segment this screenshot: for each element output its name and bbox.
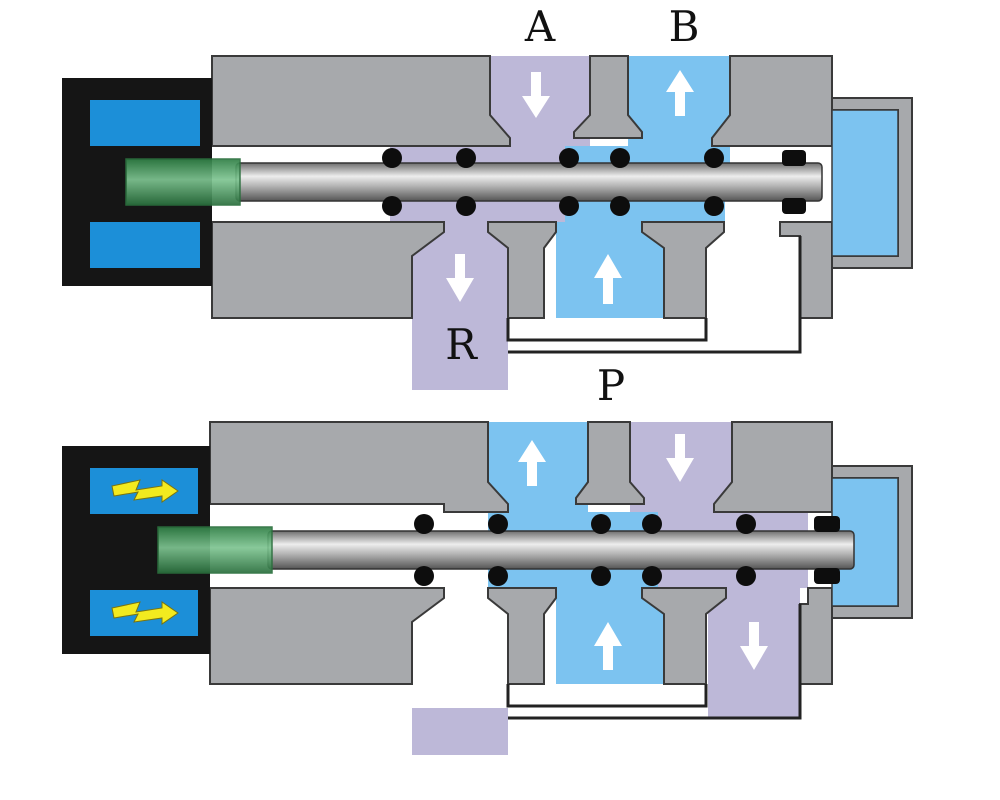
o-ring-seal-icon [642, 514, 662, 534]
channel-r-exhaust [412, 708, 508, 755]
channel-r-exhaust [412, 222, 508, 390]
valve-body-upper-right [713, 421, 833, 513]
o-ring-seal-icon [591, 514, 611, 534]
valve-body-lower-right [779, 221, 833, 319]
o-ring-seal-icon [704, 148, 724, 168]
o-ring-seal-icon [704, 196, 724, 216]
arrow-down-icon [740, 622, 768, 670]
o-ring-seal-icon [736, 566, 756, 586]
seal-set [382, 148, 806, 216]
o-ring-seal-icon [736, 514, 756, 534]
spool-rod [235, 162, 823, 202]
o-ring-seal-icon [559, 196, 579, 216]
o-ring-seal-icon [382, 196, 402, 216]
pilot-line [508, 604, 802, 720]
valve-body-upper-right [711, 55, 833, 147]
o-ring-seal-icon [642, 566, 662, 586]
port-label-b: B [669, 2, 700, 51]
o-ring-seal-icon [559, 148, 579, 168]
o-ring-seal-icon [488, 566, 508, 586]
arrow-down-icon [446, 254, 474, 302]
port-label-p: P [597, 361, 625, 410]
seal-set [414, 514, 840, 586]
valve-top: A B R P [62, 2, 913, 410]
arrow-down-icon [666, 434, 694, 482]
arrow-up-icon [594, 254, 622, 304]
arrow-up-icon [518, 440, 546, 486]
valve-body-upper-mid [573, 55, 643, 139]
end-seal-icon [782, 198, 806, 214]
o-ring-seal-icon [488, 514, 508, 534]
valve-body-lower-mid1 [487, 587, 557, 685]
pilot-line [508, 236, 802, 354]
coil-upper [90, 100, 200, 146]
valve-body-lower-mid1 [487, 221, 557, 319]
o-ring-seal-icon [456, 196, 476, 216]
valve-body-upper [211, 55, 511, 147]
end-seal-icon [814, 568, 840, 584]
plunger-icon [125, 158, 241, 206]
end-seal-icon [814, 516, 840, 532]
valve-bottom [62, 421, 913, 755]
arrow-up-icon [594, 622, 622, 670]
port-label-r: R [445, 320, 478, 369]
arrow-up-icon [666, 70, 694, 116]
arrow-down-icon [522, 72, 550, 118]
coil-lower [90, 222, 200, 268]
o-ring-seal-icon [414, 566, 434, 586]
o-ring-seal-icon [610, 196, 630, 216]
valve-body-upper-mid [575, 421, 645, 505]
pilot-line [506, 318, 708, 342]
spool-rod [267, 530, 855, 570]
o-ring-seal-icon [610, 148, 630, 168]
plunger-icon [157, 526, 273, 574]
o-ring-seal-icon [591, 566, 611, 586]
valve-body-lower-left [211, 221, 445, 319]
return-chamber [831, 109, 899, 257]
valve-body-lower-left [209, 587, 445, 685]
o-ring-seal-icon [382, 148, 402, 168]
port-label-a: A [524, 2, 556, 51]
end-seal-icon [782, 150, 806, 166]
valve-body-upper [209, 421, 509, 513]
lightning-icon [111, 479, 179, 503]
valve-body-lower-right [799, 587, 833, 685]
o-ring-seal-icon [414, 514, 434, 534]
lightning-icon [111, 601, 179, 625]
o-ring-seal-icon [456, 148, 476, 168]
pilot-line [506, 684, 708, 708]
